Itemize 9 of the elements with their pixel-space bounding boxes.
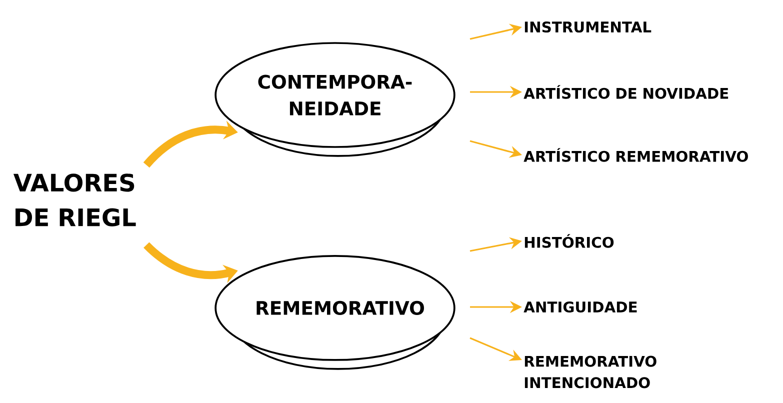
value-text: HISTÓRICO [524, 234, 614, 248]
title-text: VALORES DE RIEGL [13, 174, 136, 226]
value-text: ANTIGUIDADE [524, 301, 637, 313]
value-text: REMEMORATIVO INTENCIONADO [524, 356, 656, 388]
value-text: INSTRUMENTAL [524, 21, 652, 33]
ellipse-node: REMEMORATIVO [214, 255, 456, 370]
ellipse-node: CONTEMPORA- NEIDADE [214, 42, 456, 157]
value-text: ARTÍSTICO REMEMORATIVO [524, 148, 748, 162]
value-text: ARTÍSTICO DE NOVIDADE [524, 85, 728, 99]
